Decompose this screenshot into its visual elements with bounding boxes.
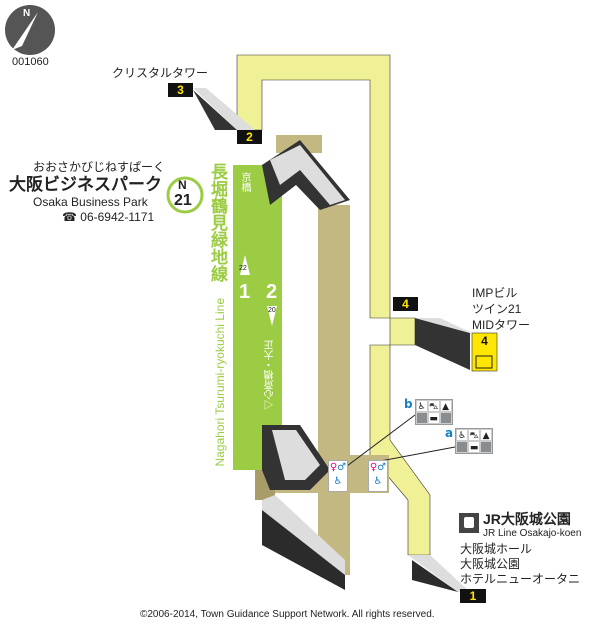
copyright: ©2006-2014, Town Guidance Support Networ… — [140, 609, 435, 620]
exit-1-destination: 大阪城ホール — [460, 542, 533, 556]
facility-label: b — [404, 397, 413, 411]
line-name-ja: 長堀鶴見緑地線 — [208, 163, 227, 282]
nursing-icon: ▲ — [439, 400, 452, 412]
stairs — [193, 88, 472, 592]
baby-bed-icon: ▬ — [427, 412, 440, 424]
exit-4-destination: MIDタワー — [472, 318, 530, 332]
station-name-kana: おおさかびじねすぱーく — [33, 160, 166, 174]
track2-direction: ◁心斎橋・大正 — [265, 340, 276, 410]
stroller-icon: ⛍ — [468, 429, 481, 441]
station-name-ja: 大阪ビジネスパーク — [9, 175, 162, 194]
stroller-icon: ⛍ — [427, 400, 440, 412]
line-badge-number: 21 — [174, 192, 192, 209]
restroom-icon: ♀♂♿ — [328, 460, 348, 492]
line-name-en: Nagahori Tsurumi-ryokuchi Line — [213, 298, 227, 467]
facility-group-a: a ♿ ⛍ ▲ ▬ — [445, 426, 494, 454]
baby-bed-icon: ▬ — [468, 441, 481, 453]
facility-label: a — [445, 426, 454, 440]
track-2: 2 — [266, 281, 278, 303]
station-phone: ☎ 06-6942-1171 — [62, 210, 155, 224]
exit-corridor — [236, 54, 431, 556]
line-badge-letter: N — [178, 178, 187, 192]
transfer-name-ja: JR大阪城公園 — [483, 511, 571, 527]
platform — [233, 165, 282, 470]
track1-direction: 京橋 — [239, 172, 250, 192]
exit-4-destination: ツイン21 — [472, 302, 522, 316]
station-code: 001060 — [12, 56, 49, 68]
elevator-icon — [475, 355, 493, 369]
compass-label: N — [23, 8, 31, 19]
exit-2[interactable]: 2 — [237, 130, 262, 144]
track1-arrow-icon — [240, 255, 250, 275]
track2-arrow-icon — [267, 306, 277, 326]
compass-icon — [5, 5, 55, 55]
exit-4[interactable]: 4 — [393, 297, 418, 311]
station-name-en: Osaka Business Park — [33, 195, 148, 209]
exit-4-destination: IMPビル — [472, 286, 518, 300]
wheelchair-icon: ♿ — [456, 429, 469, 441]
transfer-name-en: JR Line Osakajo-koen — [483, 528, 582, 539]
exit-1-destination: ホテルニューオータニ — [460, 572, 581, 586]
track2-car: 20 — [268, 307, 276, 314]
exit-3-destination: クリスタルタワー — [112, 66, 209, 80]
exit-1[interactable]: 1 — [460, 589, 486, 603]
exit-3[interactable]: 3 — [168, 83, 193, 97]
nursing-icon: ▲ — [480, 429, 493, 441]
wheelchair-icon: ♿ — [415, 400, 428, 412]
restroom-icon: ♀♂♿ — [368, 460, 388, 492]
phone-icon: ☎ — [62, 210, 81, 224]
line-badge — [166, 176, 204, 214]
elevator-exit-4[interactable]: 4 — [481, 334, 488, 348]
facility-group-b: b ♿ ⛍ ▲ ▬ — [404, 397, 453, 425]
exit-1-destination: 大阪城公園 — [460, 557, 521, 571]
track-1: 1 — [239, 281, 251, 303]
track1-car: 22 — [239, 265, 247, 272]
